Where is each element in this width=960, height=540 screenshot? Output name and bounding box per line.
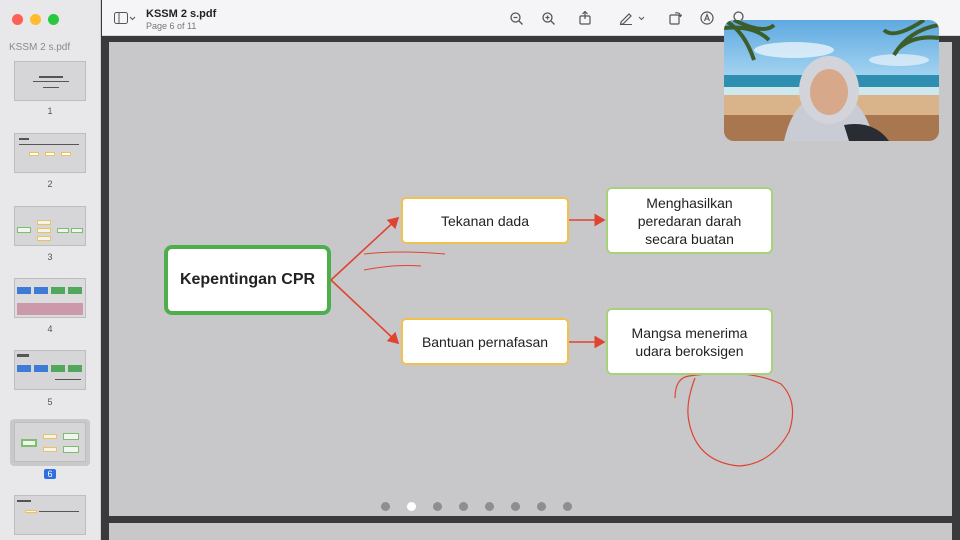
markup-pen-icon[interactable] (619, 11, 645, 27)
handwritten-underline (363, 251, 446, 255)
carousel-dot[interactable] (381, 502, 390, 511)
page-thumbnail-label: 1 (47, 106, 53, 116)
page-thumbnail-label: 5 (47, 397, 53, 407)
webcam-video-overlay[interactable] (724, 20, 939, 141)
handwritten-circle (674, 372, 794, 467)
zoom-window-button[interactable] (48, 14, 59, 25)
branch-node-2: Bantuan pernafasan (401, 318, 569, 365)
zoom-out-icon[interactable] (510, 12, 523, 27)
arrow-main-to-branch-2 (330, 279, 400, 345)
page-thumbnail-label: 3 (47, 252, 53, 262)
sidebar-title: KSSM 2 s.pdf (9, 42, 71, 53)
carousel-dot-active[interactable] (407, 502, 416, 511)
arrow-main-to-branch-1 (330, 216, 400, 281)
page-thumbnail-7[interactable] (14, 495, 86, 535)
rotate-icon[interactable] (669, 11, 683, 27)
window-controls (12, 14, 59, 25)
page-thumbnail-1[interactable] (14, 61, 86, 101)
carousel-dot[interactable] (485, 502, 494, 511)
close-window-button[interactable] (12, 14, 23, 25)
zoom-in-icon[interactable] (542, 12, 555, 27)
page-thumbnail-5[interactable] (14, 350, 86, 390)
handwritten-underline (363, 265, 422, 271)
page-thumbnail-label-selected: 6 (0, 469, 100, 479)
main-node: Kepentingan CPR (164, 245, 331, 315)
result-node-2: Mangsa menerima udara beroksigen (606, 308, 773, 375)
result-node-1: Menghasilkan peredaran darah secara buat… (606, 187, 773, 254)
annotate-icon[interactable] (700, 11, 714, 27)
page-thumbnail-2[interactable] (14, 133, 86, 173)
carousel-dot[interactable] (537, 502, 546, 511)
carousel-dot[interactable] (511, 502, 520, 511)
page-indicator: Page 6 of 11 (146, 21, 197, 31)
branch-node-1: Tekanan dada (401, 197, 569, 244)
webcam-feed-image (724, 20, 939, 141)
document-title: KSSM 2 s.pdf (146, 8, 217, 20)
share-icon[interactable] (579, 10, 591, 27)
page-thumbnail-label: 4 (47, 324, 53, 334)
slide-carousel-dots (381, 502, 572, 511)
page-thumbnail-6[interactable] (14, 422, 86, 462)
sidebar-toggle-icon[interactable] (114, 12, 136, 27)
page-thumbnail-4[interactable] (14, 278, 86, 318)
thumbnail-sidebar: KSSM 2 s.pdf 1 2 3 (0, 0, 101, 540)
page-thumbnail-label: 2 (47, 179, 53, 189)
carousel-dot[interactable] (459, 502, 468, 511)
carousel-dot[interactable] (433, 502, 442, 511)
minimize-window-button[interactable] (30, 14, 41, 25)
next-document-page (109, 523, 952, 540)
carousel-dot[interactable] (563, 502, 572, 511)
page-thumbnail-3[interactable] (14, 206, 86, 246)
